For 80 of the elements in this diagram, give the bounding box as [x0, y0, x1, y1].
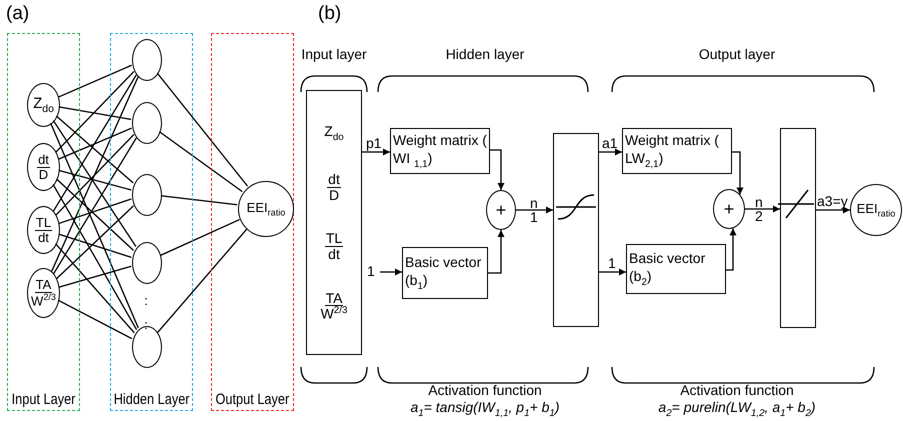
block-box: Weight matrix ( LW$_{2,1}$) — [622, 128, 732, 174]
neuron-circle: TL dt — [27, 206, 60, 254]
neuron-circle — [132, 102, 162, 144]
ellipsis-dots: : — [144, 294, 148, 308]
block-box: Weight matrix ( WI $_{1,1}$) — [390, 128, 490, 174]
connection-line — [58, 198, 132, 224]
connection-line — [58, 106, 132, 120]
arrow — [816, 206, 850, 214]
neuron-circle: EEI$_{ratio}$ — [238, 181, 294, 237]
layer-box — [211, 33, 294, 411]
connection-line — [158, 131, 243, 192]
edge-label: a3=y — [817, 194, 848, 208]
connection-line — [58, 300, 132, 340]
arrow — [745, 206, 780, 212]
arrow — [732, 151, 744, 194]
connection-line — [56, 116, 134, 184]
connection-line — [52, 74, 137, 212]
neuron-circle — [132, 39, 162, 81]
edge-label: 1 — [367, 264, 375, 278]
arrow — [599, 148, 622, 156]
caption-text: Activation function — [428, 383, 542, 398]
edge-label: n 2 — [755, 195, 763, 223]
connection-line — [58, 234, 132, 258]
edge-label: n 1 — [530, 196, 538, 224]
block-box — [553, 133, 599, 327]
edge-label: a1 — [602, 136, 618, 150]
summing-junction: + — [713, 189, 745, 229]
summing-junction: + — [486, 190, 516, 230]
panel-label: (a) — [6, 4, 30, 25]
input-vector-box: Z$_{do}$ dt D TL dt TA W$^{2/3}$ — [306, 90, 362, 355]
connection-line — [58, 64, 132, 98]
arrow — [516, 206, 553, 214]
layer-label: Input Layer — [12, 391, 76, 408]
caption-text: Activation function — [680, 383, 794, 398]
connection-line — [58, 128, 132, 160]
connection-line — [55, 134, 134, 216]
neuron-circle: dt D — [27, 143, 60, 191]
connection-line — [156, 72, 248, 187]
connection-line — [55, 71, 134, 153]
neuron-circle — [132, 242, 162, 284]
connection-line — [58, 266, 132, 288]
layer-label: Hidden Layer — [114, 391, 190, 408]
connection-line — [160, 195, 238, 206]
neuron-circle — [132, 174, 162, 216]
layer-box — [110, 33, 193, 411]
neuron-circle: Z$_{do}$ — [27, 83, 60, 127]
connection-line — [160, 218, 240, 256]
panel-label: (b) — [318, 4, 342, 25]
block-box: Basic vector (b$_{1}$) — [402, 247, 488, 299]
connection-line — [55, 243, 135, 334]
layer-title: Hidden layer — [446, 47, 524, 62]
connection-line — [56, 178, 134, 251]
arrow — [380, 268, 402, 276]
connection-line — [51, 76, 139, 272]
arrow — [490, 149, 504, 190]
layer-box — [7, 33, 80, 411]
neuron-circle — [132, 326, 162, 368]
layer-label: Output Layer — [216, 391, 290, 408]
block-box: Basic vector (b$_{2}$) — [626, 244, 726, 294]
connection-line — [52, 184, 138, 330]
connection-line — [50, 122, 139, 328]
edge-label: p1 — [366, 136, 382, 150]
ellipsis-dots: : — [144, 318, 148, 332]
neuron-circle: EEI$_{ratio}$ — [850, 184, 902, 236]
connection-line — [58, 170, 132, 191]
neuron-circle: TA W$^{2/3}$ — [27, 268, 60, 318]
connection-line — [52, 120, 136, 247]
arrow — [488, 230, 504, 274]
connection-line — [56, 205, 134, 280]
arrow — [362, 148, 390, 156]
layer-title: Output layer — [698, 47, 776, 62]
formula-text: a$_{1}$= tansig(IW$_{1,1}$, p$_{1}$+ b$_{1}$) — [410, 400, 560, 420]
connection-line — [157, 228, 248, 334]
arrow — [599, 268, 626, 276]
edge-label: 1 — [608, 256, 616, 270]
block-box — [780, 128, 816, 328]
layer-title: Input layer — [301, 47, 367, 62]
arrow — [726, 228, 736, 271]
connection-line — [53, 138, 137, 274]
formula-text: a$_{2}$= purelin(LW$_{1,2}$, a$_{1}$+ b$_{2}$) — [658, 400, 816, 420]
